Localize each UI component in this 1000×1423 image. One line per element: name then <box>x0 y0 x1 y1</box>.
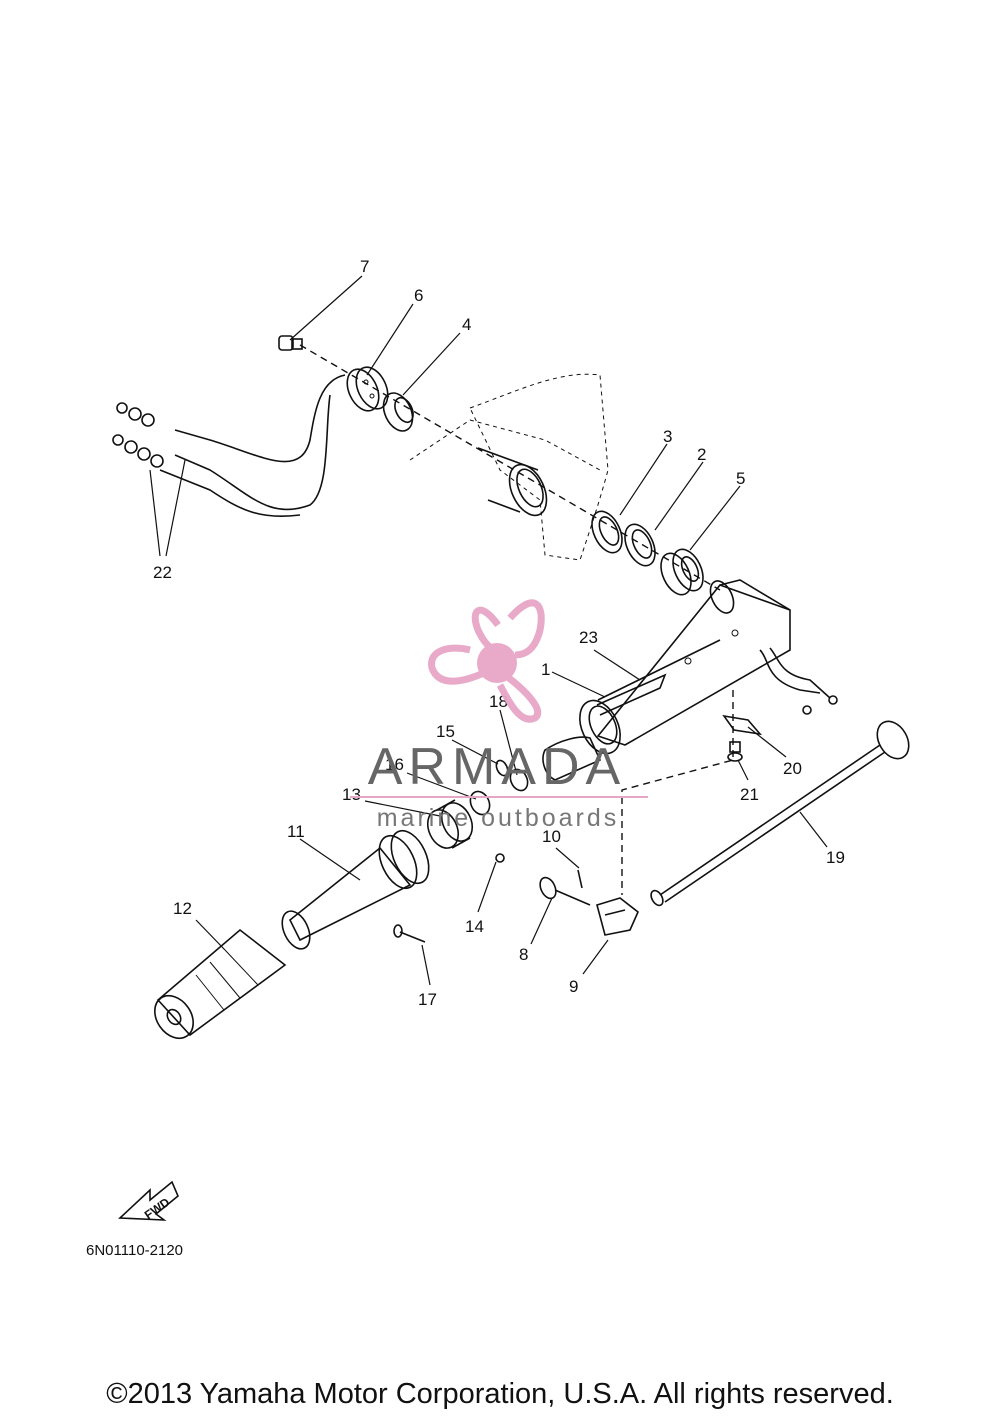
callout-20: 20 <box>783 759 802 778</box>
callout-19: 19 <box>826 848 845 867</box>
washer-3 <box>591 510 623 554</box>
bushing-13 <box>426 799 474 849</box>
callout-17: 17 <box>418 990 437 1009</box>
callout-12: 12 <box>173 899 192 918</box>
bracket-9 <box>596 897 639 936</box>
plate-20 <box>722 714 763 736</box>
drawing-code: 6N01110-2120 <box>86 1242 184 1259</box>
callout-23: 23 <box>579 628 598 647</box>
callout-8: 8 <box>519 945 528 964</box>
armada-watermark: ARMADA marine outboards <box>350 599 648 832</box>
callout-1: 1 <box>541 660 550 679</box>
callout-15: 15 <box>436 722 455 741</box>
callout-14: 14 <box>465 917 484 936</box>
ring-18 <box>509 768 529 792</box>
callout-5: 5 <box>736 469 745 488</box>
wave-washer-2 <box>624 523 656 567</box>
washer-16 <box>469 790 491 816</box>
callout-16: 16 <box>385 755 404 774</box>
callout-labels: 1 2 3 4 5 6 7 8 9 10 11 12 13 14 15 16 1… <box>153 257 845 1009</box>
callout-21: 21 <box>740 785 759 804</box>
pin-14 <box>495 853 505 863</box>
bolt-7 <box>278 335 303 351</box>
copyright-notice: ©2013 Yamaha Motor Corporation, U.S.A. A… <box>106 1378 894 1410</box>
grommet-5 <box>660 548 704 596</box>
callout-3: 3 <box>663 427 672 446</box>
screw-21 <box>727 741 743 762</box>
screw-17 <box>393 924 426 943</box>
tiller-arm-1 <box>542 579 838 895</box>
callout-7: 7 <box>360 257 369 276</box>
callout-9: 9 <box>569 977 578 996</box>
spring-15 <box>495 759 509 777</box>
grommet-4 <box>382 392 414 432</box>
callout-6: 6 <box>414 286 423 305</box>
leader-lines <box>149 275 828 986</box>
callout-22: 22 <box>153 563 172 582</box>
steering-tube <box>299 344 721 591</box>
watermark-tagline: marine outboards <box>377 804 620 832</box>
shift-cables <box>112 374 346 518</box>
throttle-shaft-11 <box>281 829 430 950</box>
callout-2: 2 <box>697 445 706 464</box>
throttle-grip-12 <box>154 928 287 1040</box>
fwd-label: FWD <box>142 1195 173 1222</box>
engine-bracket-ghost <box>409 373 609 561</box>
stopper-8 <box>539 876 591 906</box>
propeller-logo-icon <box>428 599 545 723</box>
callout-13: 13 <box>342 785 361 804</box>
watermark-brand: ARMADA <box>368 738 626 796</box>
clip-10 <box>577 869 583 889</box>
shift-rod-19 <box>650 720 910 907</box>
callout-11: 11 <box>287 822 305 841</box>
fwd-arrow: FWD <box>118 1180 179 1222</box>
callout-10: 10 <box>542 827 561 846</box>
callout-4: 4 <box>462 315 471 334</box>
plate-6 <box>346 366 389 412</box>
